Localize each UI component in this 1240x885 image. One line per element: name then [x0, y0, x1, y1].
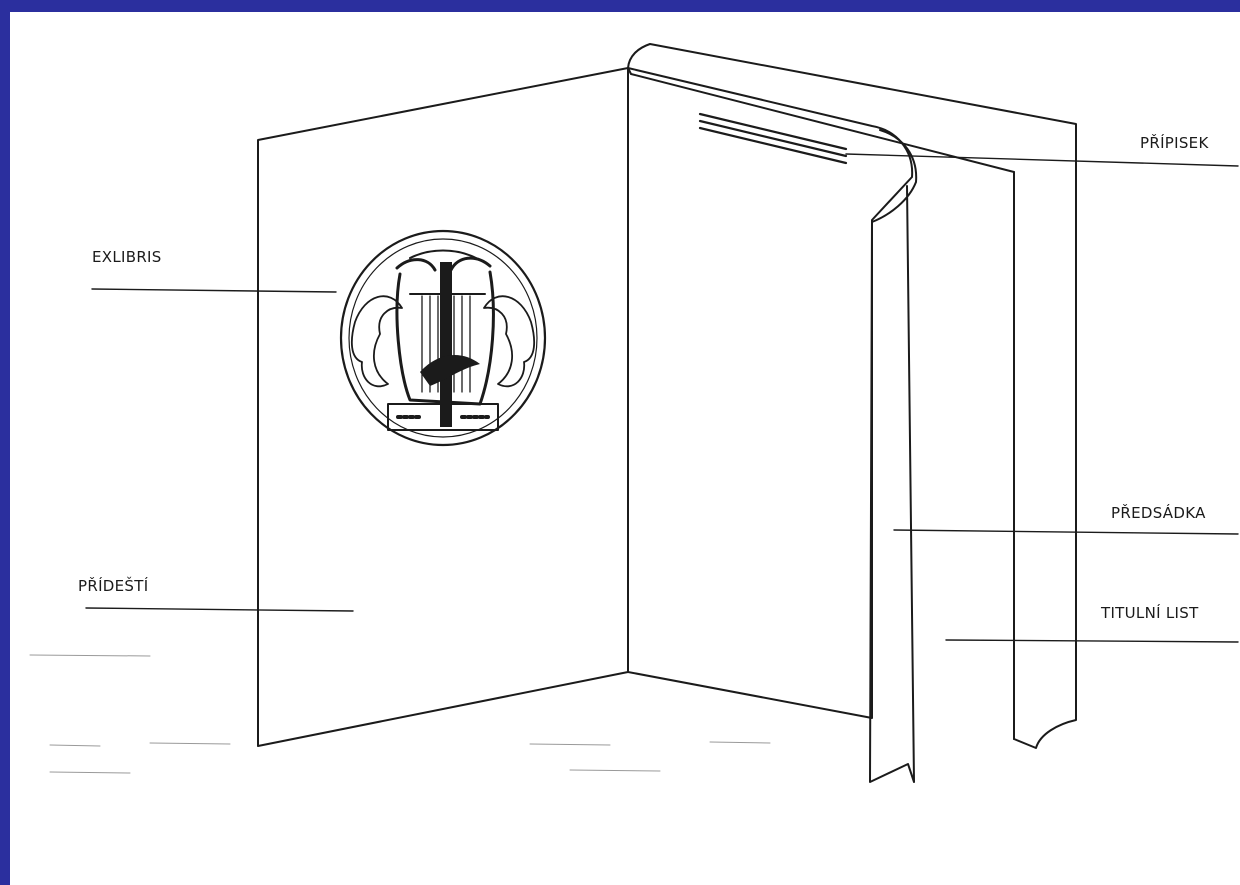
label-pripisek: PŘÍPISEK	[1140, 134, 1209, 152]
book-block	[628, 68, 912, 718]
leader-pridesti	[86, 608, 353, 611]
spine-right-cover	[628, 44, 1076, 748]
book-drawing	[10, 12, 1240, 885]
leader-titulni-list	[946, 640, 1238, 642]
print-speckles	[30, 655, 770, 773]
leader-exlibris	[92, 289, 336, 292]
inscription-lines	[700, 114, 846, 163]
label-predsadka: PŘEDSÁDKA	[1111, 504, 1206, 522]
leader-predsadka	[894, 530, 1238, 534]
diagram-page: EXLIBRIS PŘÍDEŠTÍ PŘÍPISEK PŘEDSÁDKA TIT…	[10, 12, 1240, 885]
exlibris-emblem	[341, 231, 545, 445]
label-titulni-list: TITULNÍ LIST	[1101, 604, 1199, 622]
leader-pripisek	[846, 154, 1238, 166]
label-exlibris: EXLIBRIS	[92, 248, 162, 266]
label-pridesti: PŘÍDEŠTÍ	[78, 577, 148, 595]
endpaper-leaf	[870, 130, 916, 782]
